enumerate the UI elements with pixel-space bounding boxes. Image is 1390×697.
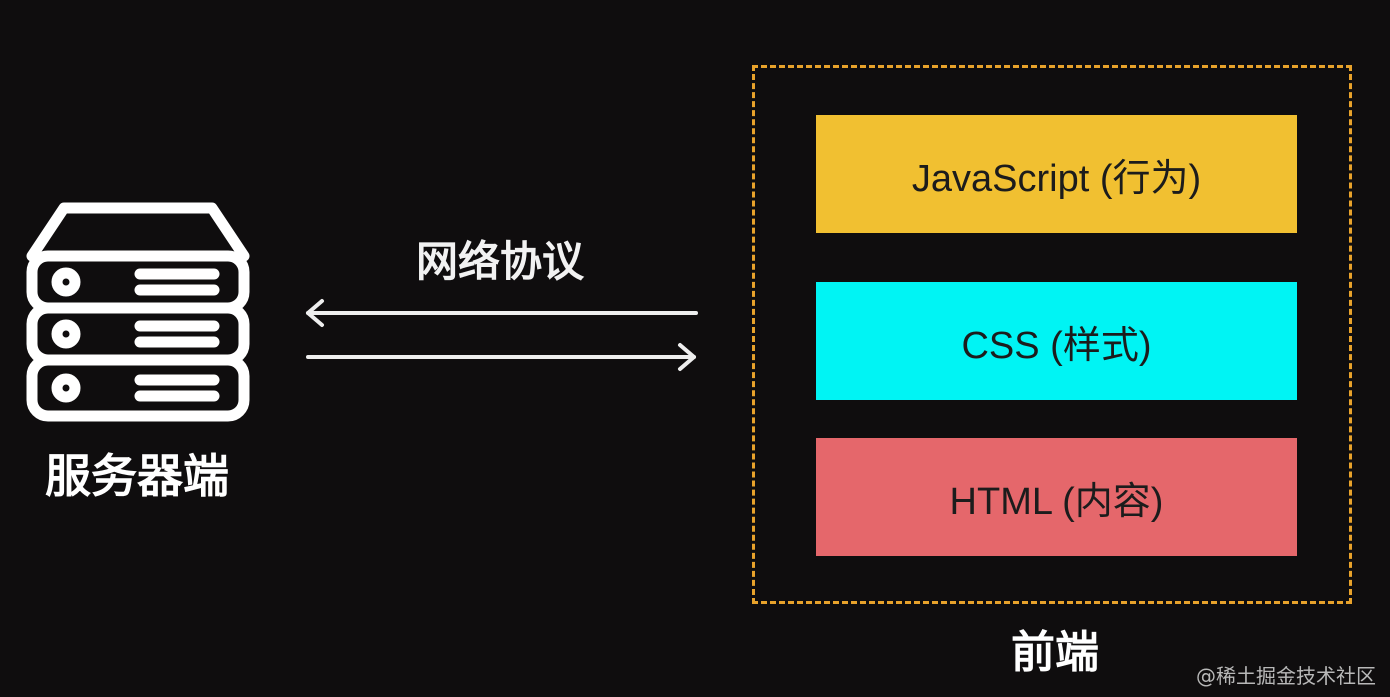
arrow-to-frontend [306, 343, 696, 371]
bidirectional-arrows-icon [306, 299, 698, 371]
frontend-frame [752, 65, 1352, 604]
watermark: @稀土掘金技术社区 [1196, 664, 1376, 688]
arrow-to-server [306, 299, 698, 327]
layer-javascript: JavaScript (行为) [816, 115, 1297, 233]
server-icon [26, 202, 250, 422]
server-label: 服务器端 [45, 449, 229, 503]
frontend-label: 前端 [1011, 627, 1099, 678]
layer-css: CSS (样式) [816, 282, 1297, 400]
protocol-label: 网络协议 [415, 237, 584, 286]
layer-html: HTML (内容) [816, 438, 1297, 556]
